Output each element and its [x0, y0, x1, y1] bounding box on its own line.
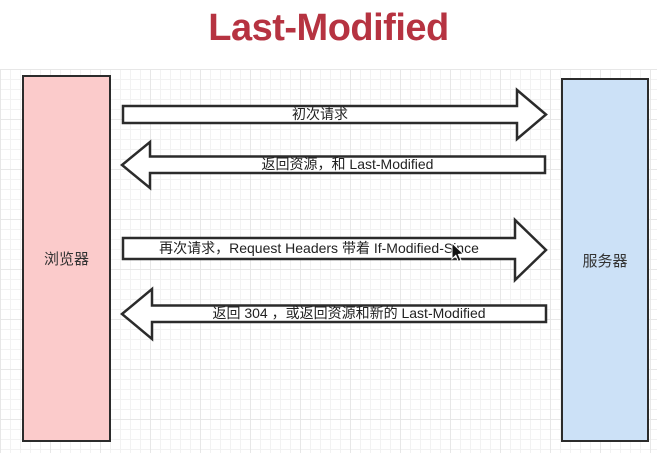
message-label-return-resource: 返回资源，和 Last-Modified [261, 156, 434, 172]
message-label-second-request: 再次请求，Request Headers 带着 If-Modified-Sinc… [159, 240, 479, 256]
page-title: Last-Modified [208, 7, 449, 49]
server-label: 服务器 [582, 252, 628, 270]
server-box: 服务器 [561, 78, 649, 442]
browser-box: 浏览器 [22, 75, 111, 442]
message-label-return-304: 返回 304 ，或返回资源和新的 Last-Modified [212, 305, 486, 321]
message-label-initial-request: 初次请求 [292, 106, 348, 122]
browser-label: 浏览器 [43, 251, 89, 268]
mouse-cursor-icon [451, 242, 465, 263]
